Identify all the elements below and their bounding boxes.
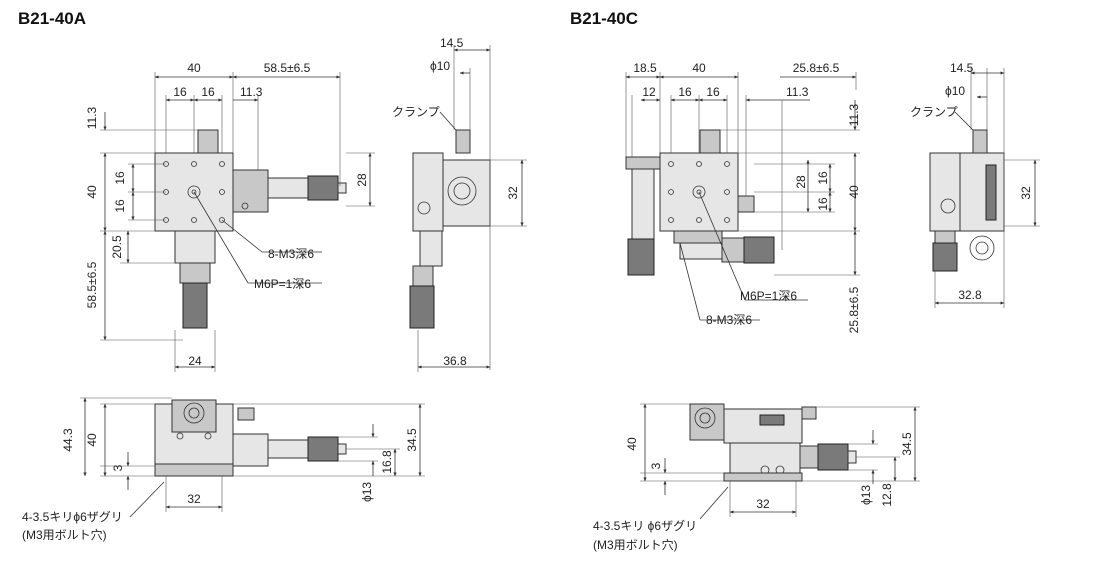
dim-a-h40: 40 [85, 185, 99, 199]
dim-a-w11: 11.3 [240, 85, 263, 99]
note-c-m6: M6P=1深6 [740, 289, 797, 303]
dim-c-h40: 40 [847, 185, 861, 199]
dim-c-front-h34: 34.5 [900, 432, 914, 456]
a-top-micrometer-knob [307, 175, 339, 201]
dim-a-h58: 58.5±6.5 [85, 261, 99, 308]
dim-c-w18: 18.5 [633, 61, 657, 75]
dim-c-front-h40: 40 [625, 437, 639, 451]
dim-c-w16a: 16 [678, 85, 692, 99]
c-top-view [625, 72, 860, 321]
dim-a-front-h16: 16.8 [380, 450, 394, 474]
c-front-stage [723, 408, 803, 444]
dim-c-side-w14: 14.5 [950, 61, 974, 75]
c-top-y-knob [627, 238, 655, 276]
dim-c-h28: 28 [794, 175, 808, 189]
dim-a-w58: 58.5±6.5 [264, 61, 311, 75]
dim-c-w16b: 16 [706, 85, 720, 99]
note-a-front-bolt: (M3用ボルト穴) [22, 527, 107, 542]
a-top-clamp [197, 129, 219, 154]
dim-a-front-w32: 32 [187, 492, 201, 506]
a-side-knob [409, 285, 435, 329]
note-c-m3: 8-M3深6 [706, 313, 752, 327]
dim-a-front-phi13: ϕ13 [360, 482, 374, 502]
dim-a-h16b: 16 [113, 199, 127, 213]
c-side-view [929, 68, 1040, 308]
dim-c-front-w32: 32 [756, 497, 770, 511]
a-front-view [80, 397, 425, 518]
c-top-clamp [699, 129, 721, 154]
dim-a-front-h3: 3 [111, 464, 125, 471]
dim-a-side-phi10: ϕ10 [430, 59, 450, 73]
dim-a-side-h32: 32 [506, 186, 520, 200]
note-a-m3: 8-M3深6 [268, 247, 314, 261]
c-side-stage-right [959, 152, 1005, 232]
note-a-m6: M6P=1深6 [254, 277, 311, 291]
dim-c-front-h3: 3 [649, 462, 663, 469]
a-top-center-hole [187, 185, 201, 199]
label-a-clamp: クランプ [392, 105, 440, 119]
dim-c-h25: 25.8±6.5 [847, 286, 861, 333]
dim-a-front-h34: 34.5 [405, 428, 419, 452]
dim-a-front-h40: 40 [85, 433, 99, 447]
dim-a-side-w36: 36.8 [443, 354, 467, 368]
a-top-y-knob [182, 282, 208, 329]
dim-c-w11: 11.3 [786, 85, 809, 99]
a-side-stage-right [442, 159, 491, 227]
a-top-view [100, 72, 375, 372]
a-side-view [409, 45, 527, 372]
note-c-front-bolt: (M3用ボルト穴) [593, 537, 678, 552]
c-top-x-knob [743, 236, 775, 264]
c-front-view [640, 403, 920, 520]
dim-a-side-w14: 14.5 [440, 36, 464, 50]
dim-a-h20: 20.5 [110, 235, 124, 259]
c-side-knob [932, 242, 958, 272]
dim-c-side-w32: 32.8 [958, 288, 982, 302]
dim-c-side-phi10: ϕ10 [945, 84, 965, 98]
c-front-x-knob [817, 443, 849, 471]
dim-c-w12: 12 [642, 85, 656, 99]
dim-c-h11: 11.3 [847, 103, 861, 126]
note-a-front-hole: 4-3.5キリϕ6ザグリ [22, 510, 123, 524]
title-b21-40c: B21-40C [570, 9, 638, 28]
c-side-stage-left [929, 152, 961, 232]
dim-a-w24: 24 [188, 354, 202, 368]
dim-a-w40: 40 [187, 61, 201, 75]
label-c-clamp: クランプ [910, 105, 958, 119]
a-side-stage-left [412, 152, 444, 232]
dim-a-front-h44: 44.3 [61, 428, 75, 452]
dim-c-front-h12: 12.8 [880, 483, 894, 507]
dim-a-w16b: 16 [201, 85, 215, 99]
dim-a-h11: 11.3 [85, 106, 99, 129]
dim-a-h28: 28 [355, 173, 369, 187]
dim-a-h16a: 16 [113, 171, 127, 185]
dim-c-w40: 40 [692, 61, 706, 75]
a-top-micrometer-body [232, 169, 269, 213]
dim-c-h16b: 16 [816, 197, 830, 211]
dim-c-w25: 25.8±6.5 [793, 61, 840, 75]
title-b21-40a: B21-40A [18, 9, 86, 28]
dim-c-side-h32: 32 [1019, 186, 1033, 200]
dim-c-front-phi13: ϕ13 [859, 485, 873, 505]
dim-c-h16a: 16 [816, 171, 830, 185]
a-side-clamp [455, 129, 471, 154]
note-c-front-hole: 4-3.5キリ ϕ6ザグリ [593, 519, 697, 533]
c-side-clamp [972, 129, 988, 154]
dim-a-w16a: 16 [173, 85, 187, 99]
